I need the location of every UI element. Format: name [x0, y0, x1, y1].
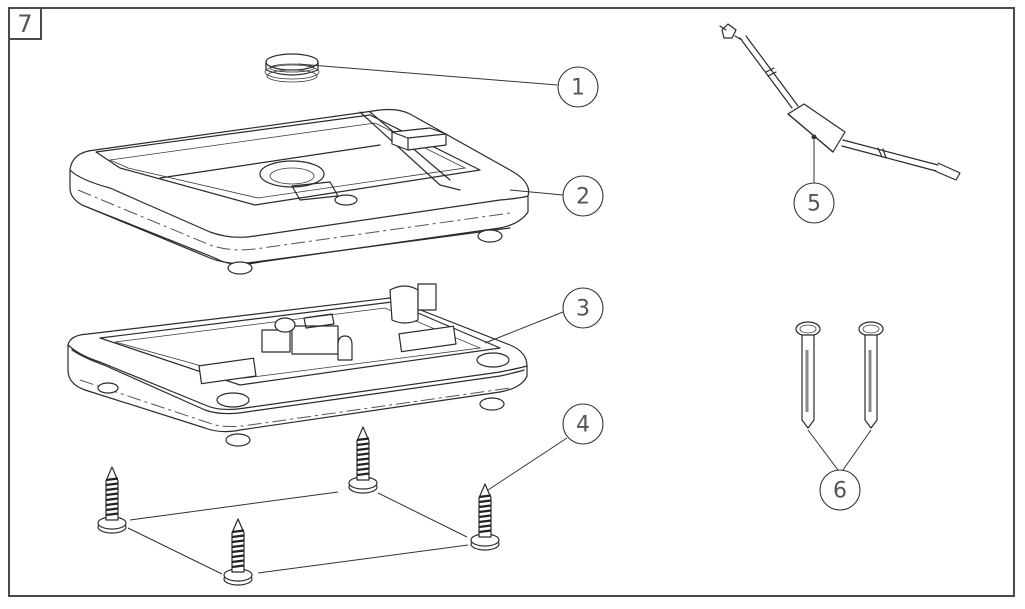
drawing-frame — [8, 7, 1015, 597]
callout-1: 1 — [557, 66, 599, 108]
sheet-number: 7 — [8, 7, 42, 40]
part-power-cable — [719, 23, 961, 181]
part-mounting-pins — [795, 321, 884, 429]
leader-3 — [484, 311, 564, 344]
leader-6a — [807, 429, 839, 471]
leader-2 — [509, 189, 564, 196]
screw — [470, 483, 500, 551]
svg-text:5: 5 — [807, 192, 821, 217]
screw — [223, 518, 253, 586]
part-base-pcb — [67, 283, 528, 447]
svg-text:6: 6 — [833, 479, 847, 504]
svg-text:2: 2 — [576, 185, 590, 210]
callout-5: 5 — [793, 182, 835, 224]
leader-1 — [297, 63, 558, 86]
callout-6: 6 — [819, 469, 861, 511]
svg-text:3: 3 — [576, 297, 590, 322]
screw-dashed-outline — [127, 491, 469, 575]
svg-text:1: 1 — [571, 76, 585, 101]
part-top-cover — [69, 108, 530, 275]
part-rubber-plug — [264, 53, 320, 83]
callout-2: 2 — [562, 175, 604, 217]
svg-text:4: 4 — [576, 413, 590, 438]
screw — [348, 426, 378, 494]
screw — [97, 466, 127, 534]
part-screws — [97, 426, 500, 586]
callout-4: 4 — [562, 403, 604, 445]
callout-3: 3 — [562, 287, 604, 329]
leader-4 — [487, 437, 568, 491]
leader-6b — [842, 429, 872, 471]
